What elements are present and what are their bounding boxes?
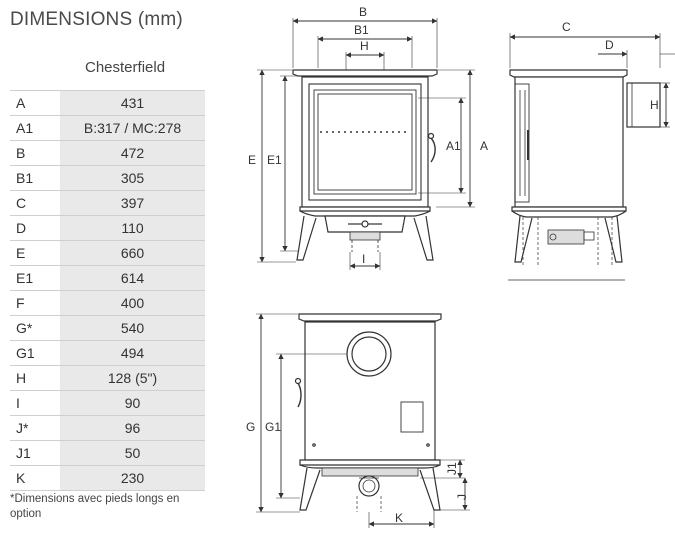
dimension-value: 660 bbox=[60, 240, 205, 266]
dimension-value: 305 bbox=[60, 165, 205, 191]
label-h: H bbox=[360, 39, 369, 53]
footnote: *Dimensions avec pieds longs en option bbox=[10, 493, 180, 520]
rear-dimensions bbox=[256, 313, 470, 528]
dimension-key: C bbox=[10, 190, 60, 216]
dimension-key: J* bbox=[10, 415, 60, 441]
dimension-key: D bbox=[10, 215, 60, 241]
dimension-value: 96 bbox=[60, 415, 205, 441]
label-h-side: H bbox=[650, 98, 659, 112]
dimension-value: 614 bbox=[60, 265, 205, 291]
dimension-value: 431 bbox=[60, 90, 205, 116]
dimension-key: K bbox=[10, 465, 60, 491]
dimension-value: 50 bbox=[60, 440, 205, 466]
label-b: B bbox=[359, 5, 367, 19]
label-j: J bbox=[455, 494, 469, 500]
dimension-value: 397 bbox=[60, 190, 205, 216]
dimension-key: E1 bbox=[10, 265, 60, 291]
dimension-value: 128 (5") bbox=[60, 365, 205, 391]
page-title: DIMENSIONS (mm) bbox=[10, 9, 183, 30]
label-d: D bbox=[605, 38, 614, 52]
side-view bbox=[508, 69, 661, 281]
front-view bbox=[292, 69, 438, 261]
dimension-key: H bbox=[10, 365, 60, 391]
dimension-key: A1 bbox=[10, 115, 60, 141]
label-j1: J1 bbox=[445, 462, 459, 475]
dimension-value: 230 bbox=[60, 465, 205, 491]
table-row: G*540 bbox=[10, 315, 205, 341]
table-row: J*96 bbox=[10, 415, 205, 441]
label-a: A bbox=[480, 139, 488, 153]
label-a1: A1 bbox=[446, 139, 461, 153]
side-dimension-labels: C D H bbox=[562, 20, 659, 112]
dimension-key: J1 bbox=[10, 440, 60, 466]
rear-view bbox=[294, 313, 442, 512]
dimension-value: 110 bbox=[60, 215, 205, 241]
dimension-value: 472 bbox=[60, 140, 205, 166]
label-e1: E1 bbox=[267, 153, 282, 167]
dimension-key: F bbox=[10, 290, 60, 316]
rear-dimension-labels: G G1 J1 J K bbox=[246, 420, 469, 525]
model-name: Chesterfield bbox=[85, 59, 166, 76]
label-k: K bbox=[395, 511, 403, 525]
label-g: G bbox=[246, 420, 255, 434]
dimension-key: B bbox=[10, 140, 60, 166]
dimension-key: G* bbox=[10, 315, 60, 341]
dimension-key: A bbox=[10, 90, 60, 116]
dimension-value: 540 bbox=[60, 315, 205, 341]
label-i: I bbox=[362, 252, 365, 266]
label-b1: B1 bbox=[354, 23, 369, 37]
dimension-value: B:317 / MC:278 bbox=[60, 115, 205, 141]
dimension-key: G1 bbox=[10, 340, 60, 366]
dimension-key: E bbox=[10, 240, 60, 266]
dimension-key: B1 bbox=[10, 165, 60, 191]
label-c: C bbox=[562, 20, 571, 34]
label-e: E bbox=[248, 153, 256, 167]
dimension-value: 494 bbox=[60, 340, 205, 366]
label-g1: G1 bbox=[265, 420, 281, 434]
dimension-value: 90 bbox=[60, 390, 205, 416]
dimension-key: I bbox=[10, 390, 60, 416]
dimension-value: 400 bbox=[60, 290, 205, 316]
front-dimensions bbox=[257, 18, 475, 270]
front-dimension-labels: B B1 H E E1 A1 A I bbox=[248, 5, 488, 266]
side-dimensions bbox=[509, 33, 675, 128]
